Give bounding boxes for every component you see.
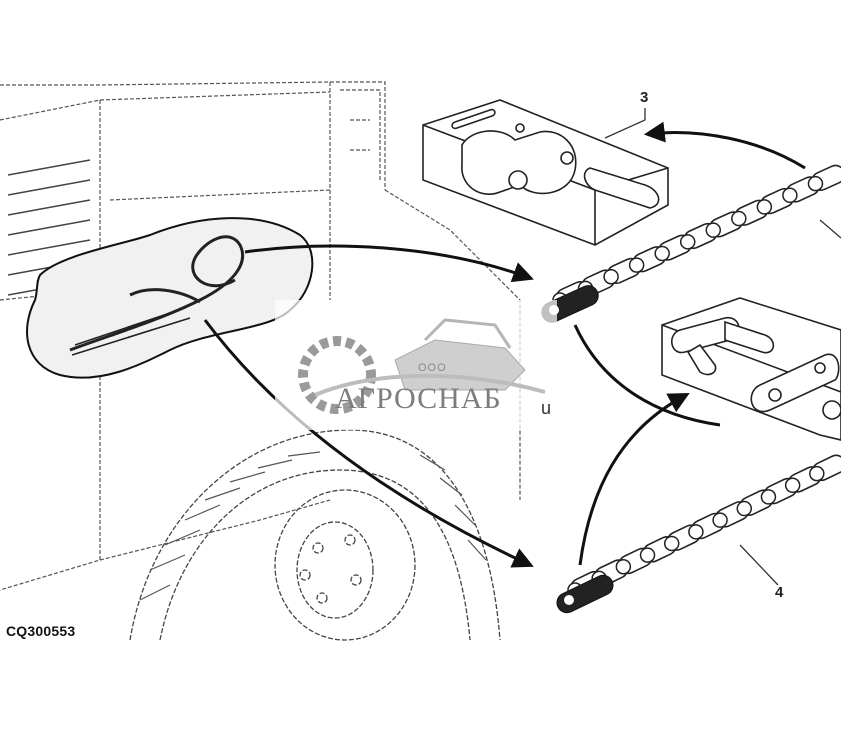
chain-roller: [654, 245, 670, 262]
chain-roller: [782, 187, 798, 204]
figure-code: CQ300553: [6, 623, 76, 639]
chain-roller: [809, 465, 825, 482]
coiled-chain: [69, 235, 245, 356]
tire: [129, 429, 501, 641]
chain-roller: [731, 210, 747, 227]
chain-roller: [628, 257, 645, 273]
arrow-to-link-kit-3: [643, 121, 806, 170]
chain-roller: [784, 477, 801, 494]
chain-roller: [760, 489, 777, 505]
watermark-prefix: ООО: [418, 362, 447, 374]
chain-roller: [688, 524, 704, 540]
arrow-lower-chain-to-kit-4: [578, 393, 690, 566]
chain-roller: [603, 268, 619, 285]
roller-chains: [541, 164, 841, 614]
chain-roller: [756, 199, 773, 215]
chain-roller: [712, 512, 728, 528]
chain-roller: [615, 558, 632, 575]
outer-link-kit-box: [661, 297, 841, 441]
leader-line-3: [604, 108, 646, 139]
chain-end-hole: [564, 595, 574, 605]
storage-location-outline: [26, 217, 314, 379]
arrow-to-lower-chain: [203, 319, 534, 568]
chain-roller: [679, 234, 696, 250]
leader-line-4: [739, 544, 779, 586]
connecting-link-kit-box: [422, 99, 669, 246]
chain-roller: [639, 547, 656, 563]
tire-tread: [139, 451, 487, 601]
callout-4: 4: [775, 584, 784, 601]
lower-roller-chain: [556, 454, 841, 614]
chain-roller: [807, 175, 824, 192]
chain-roller: [736, 500, 753, 517]
watermark-backdrop: [275, 300, 557, 430]
callout-3: 3: [640, 89, 649, 106]
watermark-brand: АГРОСНАБ: [335, 382, 502, 415]
arrow-upper-chain-to-kit-4: [573, 324, 721, 427]
leader-line-upper-chain: [819, 219, 841, 239]
chain-roller: [663, 535, 680, 552]
watermark-logo: [298, 318, 546, 414]
arrow-to-upper-chain: [244, 244, 534, 283]
watermark-tail: u: [541, 398, 552, 418]
chain-roller: [705, 222, 722, 238]
